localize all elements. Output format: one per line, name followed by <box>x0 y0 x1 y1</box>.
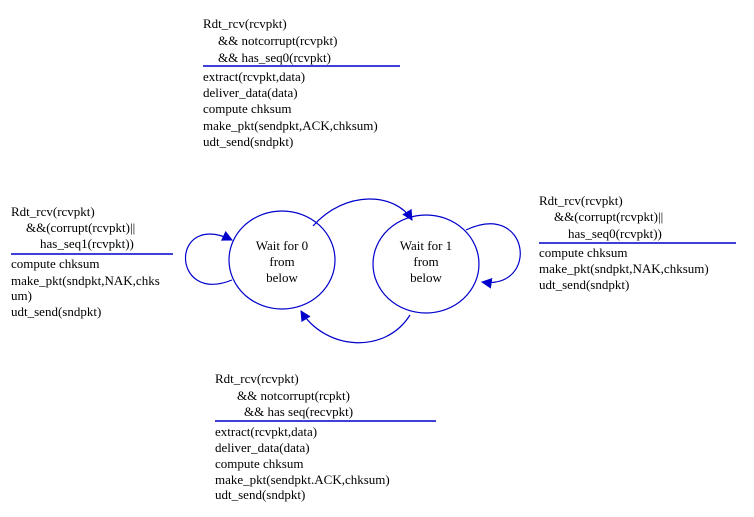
transition-left-label: Rdt_rcv(rcvpkt) &&(corrupt(rcvpkt)|| has… <box>11 204 173 319</box>
right-event-line1: Rdt_rcv(rcvpkt) <box>539 193 623 208</box>
transition-top-label: Rdt_rcv(rcvpkt) && notcorrupt(rcvpkt) &&… <box>203 16 400 149</box>
left-event-line1: Rdt_rcv(rcvpkt) <box>11 204 95 219</box>
top-action-line5: udt_send(sndpkt) <box>203 134 293 149</box>
right-action-line3: udt_send(sndpkt) <box>539 277 629 292</box>
top-action-line1: extract(rcvpkt,data) <box>203 69 305 84</box>
state-wait0-line2: from <box>269 254 294 269</box>
arrow-wait1-to-wait0 <box>300 310 411 344</box>
left-event-line3: has_seq1(rcvpkt)) <box>40 236 134 251</box>
transition-right-label: Rdt_rcv(rcvpkt) &&(corrupt(rcvpkt)|| has… <box>539 193 736 292</box>
top-action-line3: compute chksum <box>203 101 291 116</box>
left-action-line2: make_pkt(sndpkt,NAK,chks <box>11 273 160 288</box>
state-wait1-line2: from <box>413 254 438 269</box>
bottom-action-line2: deliver_data(data) <box>215 440 310 455</box>
right-event-line2: &&(corrupt(rcvpkt)|| <box>554 209 663 224</box>
top-event-line1: Rdt_rcv(rcvpkt) <box>203 16 287 31</box>
top-action-line2: deliver_data(data) <box>203 85 298 100</box>
bottom-event-line1: Rdt_rcv(rcvpkt) <box>215 371 299 386</box>
right-event-line3: has_seq0(rcvpkt)) <box>568 226 662 241</box>
state-wait1-line1: Wait for 1 <box>400 238 452 253</box>
state-wait0-line3: below <box>266 270 298 285</box>
state-wait0-circle <box>228 210 336 310</box>
top-event-line3: && has_seq0(rcvpkt) <box>218 50 331 65</box>
transition-bottom-label: Rdt_rcv(rcvpkt) && notcorrupt(rcpkt) && … <box>215 371 436 502</box>
left-action-line3: um) <box>11 288 32 303</box>
top-action-line4: make_pkt(sendpkt,ACK,chksum) <box>203 118 378 133</box>
bottom-action-line5: udt_send(sndpkt) <box>215 487 305 502</box>
state-wait1-circle <box>372 214 480 314</box>
state-wait0-line1: Wait for 0 <box>256 238 308 253</box>
right-action-line1: compute chksum <box>539 245 627 260</box>
right-action-line2: make_pkt(sndpkt,NAK,chksum) <box>539 261 709 276</box>
bottom-event-line3: && has seq(recvpkt) <box>244 404 353 419</box>
bottom-event-line2: && notcorrupt(rcpkt) <box>237 388 350 403</box>
state-wait1-line3: below <box>410 270 442 285</box>
bottom-action-line3: compute chksum <box>215 456 303 471</box>
left-event-line2: &&(corrupt(rcvpkt)|| <box>26 220 135 235</box>
arrow-self-loop-wait0 <box>184 230 233 285</box>
top-event-line2: && notcorrupt(rcvpkt) <box>218 33 338 48</box>
left-action-line1: compute chksum <box>11 256 99 271</box>
arrow-wait0-to-wait1 <box>312 198 413 227</box>
bottom-action-line1: extract(rcvpkt,data) <box>215 424 317 439</box>
bottom-action-line4: make_pkt(sendpkt.ACK,chksum) <box>215 472 390 487</box>
arrow-self-loop-wait1 <box>465 223 521 289</box>
left-action-line4: udt_send(sndpkt) <box>11 304 101 319</box>
